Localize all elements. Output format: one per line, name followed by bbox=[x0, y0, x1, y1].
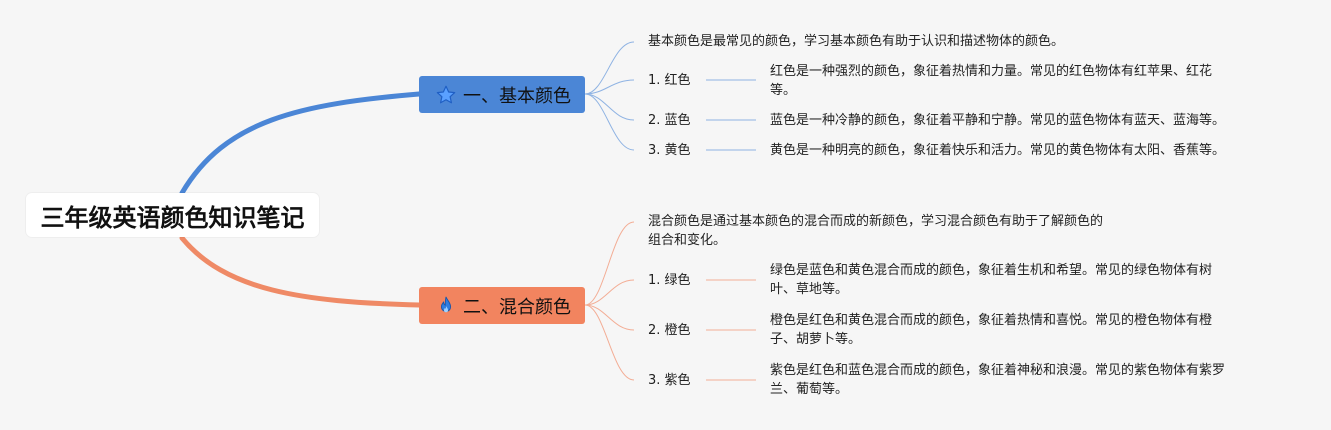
item-orange-desc: 橙色是红色和黄色混合而成的颜色，象征着热情和喜悦。常见的橙色物体有橙 子、胡萝卜… bbox=[770, 313, 1213, 347]
mixed-intro-connector bbox=[584, 221, 635, 306]
basic-blue-connector bbox=[584, 93, 635, 121]
item-purple-desc: 紫色是红色和蓝色混合而成的颜色，象征着神秘和浪漫。常见的紫色物体有紫罗 兰、葡萄… bbox=[770, 363, 1226, 397]
branch-basic-label: 一、基本颜色 bbox=[463, 85, 571, 107]
basic-intro-text: 基本颜色是最常见的颜色，学习基本颜色有助于认识和描述物体的颜色。 bbox=[648, 34, 1065, 49]
root-to-basic-connector bbox=[179, 91, 422, 196]
star-icon bbox=[435, 84, 457, 106]
item-blue-desc: 蓝色是一种冷静的颜色，象征着平静和宁静。常见的蓝色物体有蓝天、蓝海等。 bbox=[770, 113, 1226, 128]
item-orange-label: 2. 橙色 bbox=[648, 323, 691, 338]
item-red-label: 1. 红色 bbox=[648, 73, 691, 88]
fire-icon bbox=[435, 295, 457, 317]
mixed-orange-connector bbox=[584, 304, 635, 331]
branch-mixed-label: 二、混合颜色 bbox=[463, 296, 571, 318]
root-to-mixed-connector bbox=[179, 235, 422, 308]
item-purple-label: 3. 紫色 bbox=[648, 373, 691, 388]
branch-mixed-colors[interactable]: 二、混合颜色 bbox=[419, 287, 585, 324]
root-title: 三年级英语颜色知识笔记 bbox=[40, 203, 305, 232]
item-red-desc: 红色是一种强烈的颜色，象征着热情和力量。常见的红色物体有红苹果、红花 等。 bbox=[770, 64, 1213, 98]
mixed-purple-connector bbox=[584, 304, 635, 381]
mixed-green-connector bbox=[584, 279, 635, 306]
basic-yellow-connector bbox=[584, 93, 635, 151]
item-yellow-label: 3. 黄色 bbox=[648, 143, 691, 158]
basic-intro-connector bbox=[584, 41, 635, 95]
basic-red-connector bbox=[584, 79, 635, 95]
root-topic[interactable]: 三年级英语颜色知识笔记 bbox=[26, 193, 319, 237]
item-blue-label: 2. 蓝色 bbox=[648, 113, 691, 128]
item-yellow-desc: 黄色是一种明亮的颜色，象征着快乐和活力。常见的黄色物体有太阳、香蕉等。 bbox=[770, 143, 1226, 158]
item-green-label: 1. 绿色 bbox=[648, 273, 691, 288]
branch-basic-colors[interactable]: 一、基本颜色 bbox=[419, 76, 585, 113]
mixed-intro-text: 混合颜色是通过基本颜色的混合而成的新颜色，学习混合颜色有助于了解颜色的 组合和变… bbox=[648, 214, 1104, 248]
item-green-desc: 绿色是蓝色和黄色混合而成的颜色，象征着生机和希望。常见的绿色物体有树 叶、草地等… bbox=[770, 263, 1213, 297]
